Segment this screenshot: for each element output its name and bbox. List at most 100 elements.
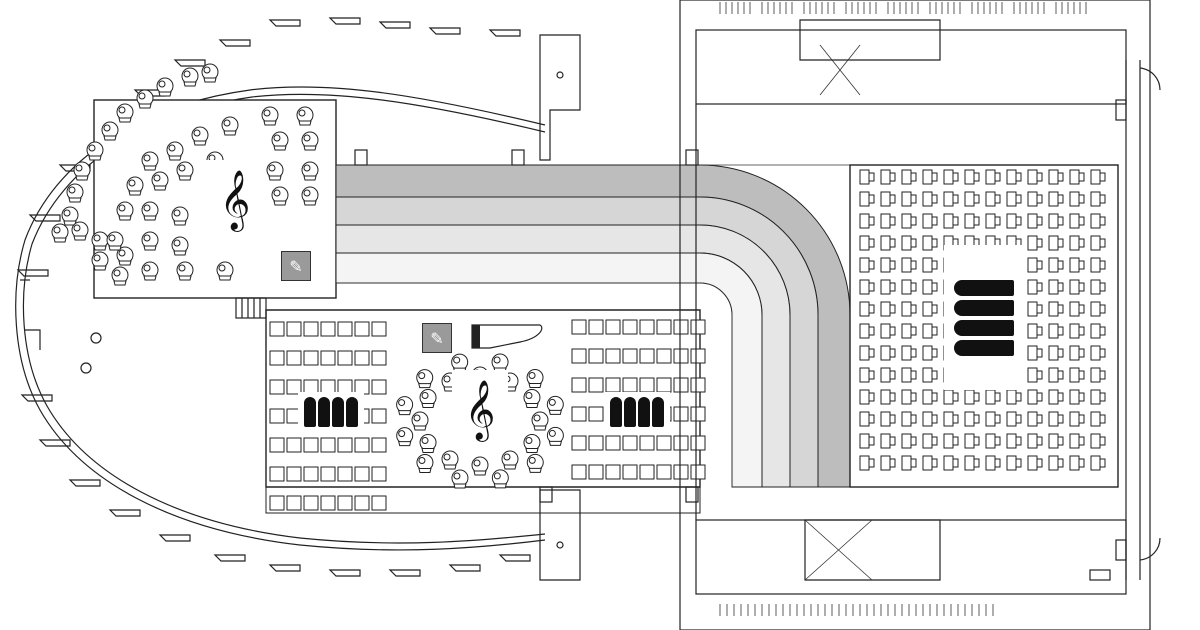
hall-seat <box>1006 433 1017 449</box>
people-group-icon <box>610 397 664 427</box>
hall-seat <box>985 213 996 229</box>
hall-seat-back <box>1078 238 1085 248</box>
hall-seat <box>922 323 933 339</box>
stage-seat <box>588 377 604 393</box>
hall-seat-back <box>1036 370 1043 380</box>
choir-seat <box>166 141 184 161</box>
side-doors <box>20 71 564 549</box>
hall-seat-back <box>1015 194 1022 204</box>
hall-seat-back <box>1036 414 1043 424</box>
hall-seat-back <box>973 172 980 182</box>
hall-seat-back <box>1099 194 1106 204</box>
hall-seat <box>1027 433 1038 449</box>
ensemble-seat <box>523 389 541 408</box>
stage-seat <box>690 435 706 451</box>
hall-seat-back <box>889 348 896 358</box>
hall-seat <box>880 411 891 427</box>
hall-seat-back <box>931 436 938 446</box>
hall-seat-back <box>952 172 959 182</box>
hall-seat <box>1090 279 1101 295</box>
hall-seat-back <box>1099 260 1106 270</box>
hall-seat <box>922 301 933 317</box>
choir-seat <box>116 201 134 221</box>
hall-seat-back <box>1057 282 1064 292</box>
hall-seat-back <box>1078 216 1085 226</box>
people-group-icon <box>304 397 358 427</box>
hall-seat <box>1006 213 1017 229</box>
hall-seat <box>1090 191 1101 207</box>
hall-seat <box>1069 345 1080 361</box>
hall-seat-back <box>1078 326 1085 336</box>
hall-seat-back <box>1078 304 1085 314</box>
hall-seat <box>1090 213 1101 229</box>
stage-seat <box>673 377 689 393</box>
hall-seat-back <box>1057 304 1064 314</box>
stage-seat <box>371 495 387 511</box>
right-seat-block <box>571 319 706 480</box>
hall-seat-back <box>910 238 917 248</box>
hall-seat-back <box>931 260 938 270</box>
hall-seat <box>1090 345 1101 361</box>
choir-seat <box>216 261 234 281</box>
stage-seat <box>605 435 621 451</box>
hall-seat-back <box>868 304 875 314</box>
treble-clef-icon: 𝄞 <box>219 169 251 230</box>
stage-seat <box>588 406 604 422</box>
choir-seat <box>86 141 104 161</box>
hall-seat-back <box>994 392 1001 402</box>
main-hall-icon-box <box>944 245 1024 390</box>
hall-seat-back <box>994 216 1001 226</box>
hall-seat-back <box>868 194 875 204</box>
hall-seat-back <box>973 414 980 424</box>
choir-seat <box>106 231 124 251</box>
hall-seat-back <box>1015 414 1022 424</box>
hall-seat-back <box>1057 326 1064 336</box>
hall-seat-back <box>1057 392 1064 402</box>
hall-seat-back <box>889 414 896 424</box>
hall-seat-back <box>994 172 1001 182</box>
hall-seat <box>901 213 912 229</box>
hall-seat <box>1027 257 1038 273</box>
hall-seat <box>1069 169 1080 185</box>
hall-seat <box>880 433 891 449</box>
column-marker <box>173 59 206 67</box>
left-seat-block <box>269 321 387 511</box>
stage-seat <box>639 377 655 393</box>
hall-seat <box>859 367 870 383</box>
ensemble-seat <box>416 454 434 474</box>
hall-seat <box>1090 257 1101 273</box>
ensemble-seat-group <box>396 353 564 489</box>
choir-seat <box>101 121 119 141</box>
hall-seat-back <box>1036 326 1043 336</box>
hall-seat-back <box>910 304 917 314</box>
hall-seat <box>964 213 975 229</box>
choir-seat <box>171 236 189 256</box>
choir-zone-icon-box: 𝄞 <box>205 160 265 240</box>
ensemble-seat <box>416 369 434 389</box>
hall-seat <box>1069 389 1080 405</box>
hall-seat-back <box>910 414 917 424</box>
hall-seat <box>922 345 933 361</box>
hall-seat-back <box>868 414 875 424</box>
column-marker <box>328 569 361 577</box>
hall-seat-back <box>1099 216 1106 226</box>
ensemble-seat <box>419 434 437 453</box>
ensemble-seat <box>546 426 564 446</box>
hall-seat <box>1027 323 1038 339</box>
hall-seat-back <box>868 172 875 182</box>
hall-seat <box>922 279 933 295</box>
hall-seat <box>1069 411 1080 427</box>
hall-seat <box>1027 191 1038 207</box>
hall-seat <box>1090 301 1101 317</box>
hall-seat <box>1090 389 1101 405</box>
hall-seat-back <box>1099 304 1106 314</box>
hall-seat-back <box>931 216 938 226</box>
stage-seat <box>571 435 587 451</box>
hall-seat-back <box>910 326 917 336</box>
stage-seat <box>269 437 285 453</box>
stage-seat <box>320 466 336 482</box>
hall-seat <box>943 455 954 471</box>
hall-seat-back <box>1036 194 1043 204</box>
stage-seat <box>286 321 302 337</box>
ensemble-seat <box>523 434 541 453</box>
